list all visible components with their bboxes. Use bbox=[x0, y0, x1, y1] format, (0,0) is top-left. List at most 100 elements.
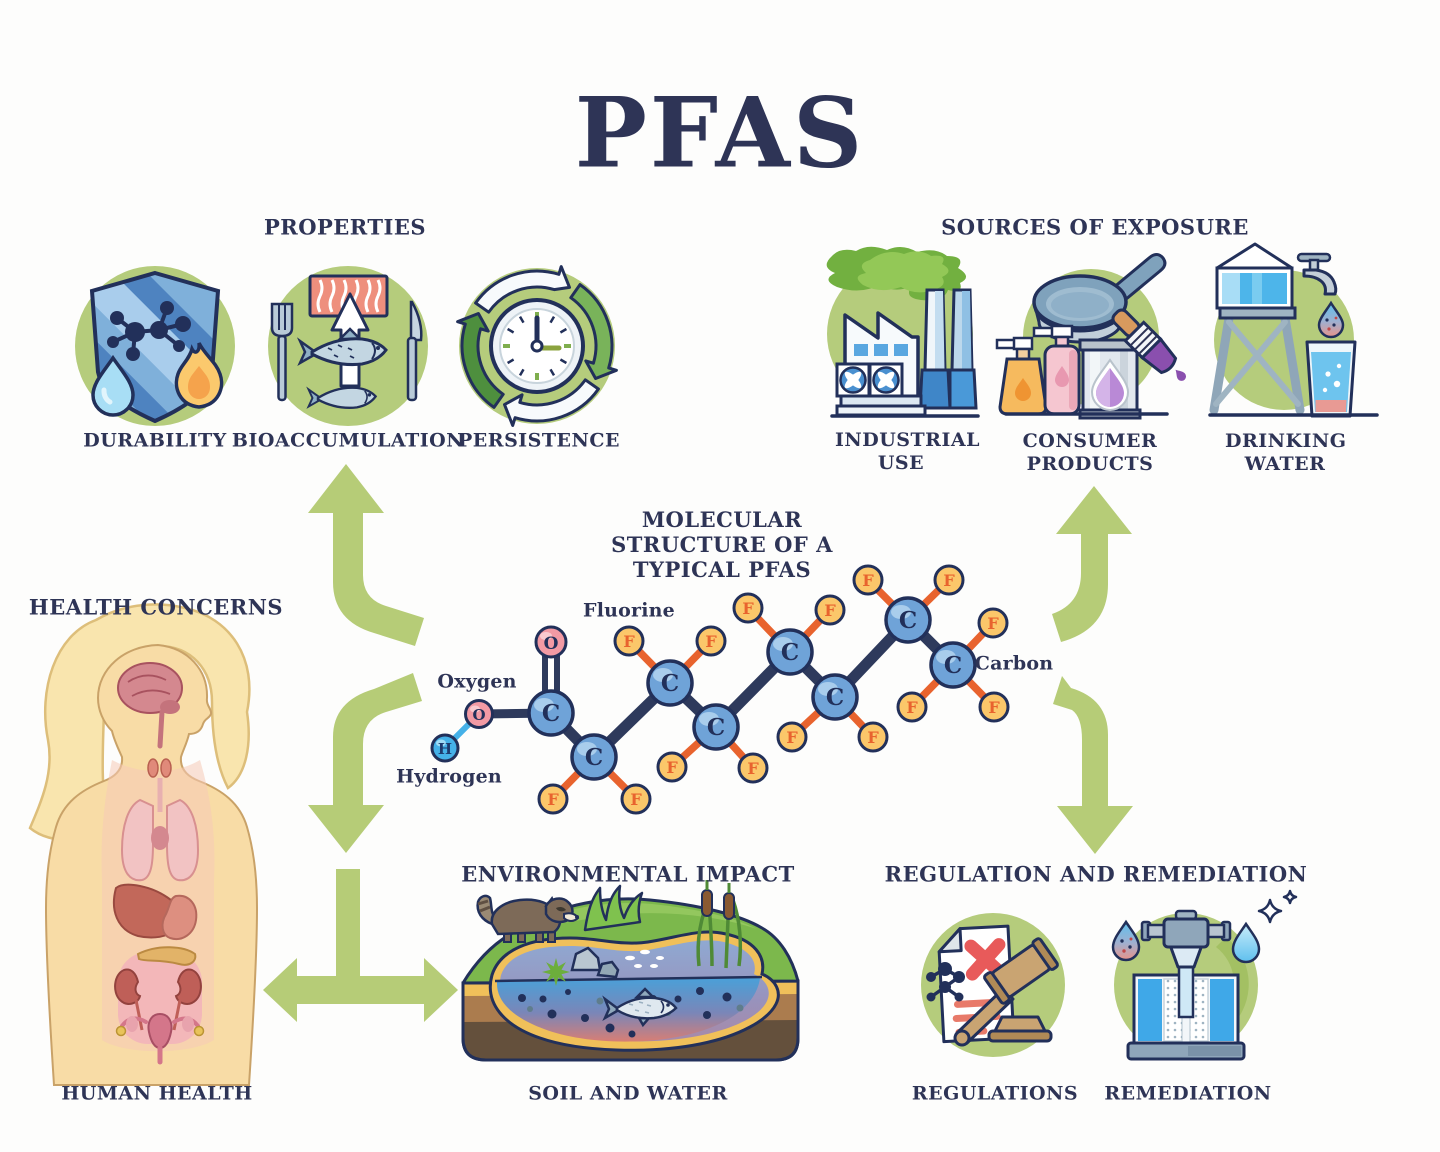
atom-symbol: F bbox=[742, 599, 754, 618]
carbon-label: Carbon bbox=[974, 652, 1054, 675]
hydrogen-label: Hydrogen bbox=[396, 765, 502, 788]
atom-symbol: F bbox=[547, 790, 559, 809]
persistence-label: PERSISTENCE bbox=[458, 429, 620, 452]
fluorine-atom: F bbox=[852, 564, 884, 596]
consumer-products-label: CONSUMER PRODUCTS bbox=[1022, 430, 1158, 475]
pancreas bbox=[136, 946, 197, 966]
molecule-diagram: O O H C C bbox=[430, 564, 1010, 815]
big-fish bbox=[296, 327, 388, 367]
flame-icon bbox=[174, 342, 224, 409]
flow-arrows bbox=[263, 464, 1133, 1022]
fluorine-atom: F bbox=[857, 721, 889, 753]
molecule-glyph bbox=[926, 962, 965, 1002]
industrial-use-label: INDUSTRIAL USE bbox=[835, 429, 980, 474]
atom-symbol: F bbox=[705, 632, 717, 651]
carbon-atom: C bbox=[527, 689, 575, 737]
grass-tuft bbox=[583, 884, 644, 932]
water-filter-icon bbox=[1111, 889, 1298, 1061]
fluorine-atom: F bbox=[896, 691, 928, 723]
fluorine-atom: F bbox=[695, 625, 727, 657]
atom-symbol: F bbox=[666, 758, 678, 777]
atom-symbol: F bbox=[786, 728, 798, 747]
atom-symbol: C bbox=[826, 684, 844, 711]
atom-symbol: C bbox=[585, 744, 603, 771]
atom-symbol: C bbox=[899, 607, 917, 634]
fluorine-atom: F bbox=[977, 607, 1009, 639]
arrow-up-to-sources bbox=[1052, 486, 1132, 642]
regulations-label: REGULATIONS bbox=[911, 1082, 1079, 1105]
thyroid bbox=[147, 758, 172, 778]
oxygen-atom: O bbox=[464, 699, 494, 729]
brain bbox=[117, 662, 183, 749]
environmental-impact-heading: ENVIRONMENTAL IMPACT bbox=[461, 861, 795, 887]
arrow-up-to-properties bbox=[308, 464, 424, 646]
contaminated-droplet bbox=[1111, 919, 1141, 962]
arrow-down-to-health bbox=[308, 673, 422, 853]
atom-symbol: F bbox=[630, 790, 642, 809]
fluorine-atom: F bbox=[933, 564, 965, 596]
cc-bonds bbox=[545, 614, 959, 763]
cycle-arrows bbox=[456, 265, 618, 427]
atom-symbol: C bbox=[542, 700, 560, 727]
water-drop-icon bbox=[91, 354, 135, 417]
chimneys bbox=[918, 288, 978, 410]
algae-star bbox=[542, 958, 570, 986]
rocks bbox=[570, 946, 620, 979]
carbon-atom: C bbox=[884, 596, 932, 644]
oxygen-label: Oxygen bbox=[437, 670, 517, 693]
atom-symbol: C bbox=[661, 670, 679, 697]
drinking-water-label: DRINKING WATER bbox=[1225, 430, 1347, 475]
fluorine-atom: F bbox=[732, 592, 764, 624]
persistence-icon bbox=[456, 265, 618, 427]
carbon-atom: C bbox=[929, 641, 977, 689]
uterus bbox=[115, 1012, 205, 1065]
bioaccumulation-icon bbox=[268, 266, 428, 426]
atom-symbol: F bbox=[988, 698, 1000, 717]
gavel bbox=[953, 937, 1059, 1047]
sources-heading: SOURCES OF EXPOSURE bbox=[941, 214, 1249, 240]
fluorine-atom: F bbox=[776, 721, 808, 753]
industrial-use-icon bbox=[826, 246, 980, 418]
human-health-label: HUMAN HEALTH bbox=[61, 1082, 253, 1105]
fluorine-atom: F bbox=[620, 783, 652, 815]
atom-symbol: H bbox=[438, 740, 452, 758]
stomach bbox=[161, 894, 198, 940]
pond-soil-icon bbox=[461, 880, 800, 1062]
metal-can bbox=[1078, 338, 1142, 420]
arrow-split-health-environment bbox=[263, 869, 458, 1022]
regulation-remediation-heading: REGULATION AND REMEDIATION bbox=[884, 861, 1308, 887]
lungs bbox=[120, 778, 200, 882]
durability-label: DURABILITY bbox=[83, 429, 227, 452]
fork-icon bbox=[270, 302, 294, 402]
page-title: PFAS bbox=[574, 76, 866, 190]
fluorine-atom: F bbox=[737, 752, 769, 784]
clock-face bbox=[489, 298, 585, 394]
atom-symbol: C bbox=[944, 652, 962, 679]
consumer-products-icon bbox=[995, 253, 1187, 420]
contaminated-droplet bbox=[1317, 300, 1345, 339]
fluorine-label: Fluorine bbox=[583, 599, 675, 622]
green-smoke bbox=[826, 246, 967, 301]
atom-symbol: C bbox=[707, 714, 725, 741]
water-glass bbox=[1305, 340, 1357, 418]
small-fish bbox=[306, 386, 378, 409]
raccoon bbox=[476, 894, 580, 943]
fluorine-atom: F bbox=[978, 691, 1010, 723]
atom-symbol: F bbox=[943, 571, 955, 590]
health-concerns-heading: HEALTH CONCERNS bbox=[28, 594, 284, 620]
red-x-mark bbox=[964, 938, 1007, 981]
faucet-icon bbox=[1296, 252, 1338, 296]
molecular-structure-heading: MOLECULAR STRUCTURE OF A TYPICAL PFAS bbox=[611, 507, 833, 583]
oxygen-atom: O bbox=[534, 625, 568, 659]
carbon-atom: C bbox=[692, 703, 740, 751]
atom-symbol: O bbox=[472, 706, 485, 724]
atom-symbol: O bbox=[544, 634, 559, 654]
fluorine-atom: F bbox=[656, 751, 688, 783]
sparkle-icon bbox=[1257, 889, 1298, 924]
carbon-atom: C bbox=[811, 673, 859, 721]
carbon-atom: C bbox=[646, 659, 694, 707]
kidneys bbox=[114, 968, 202, 1031]
atom-symbol: C bbox=[781, 639, 799, 666]
